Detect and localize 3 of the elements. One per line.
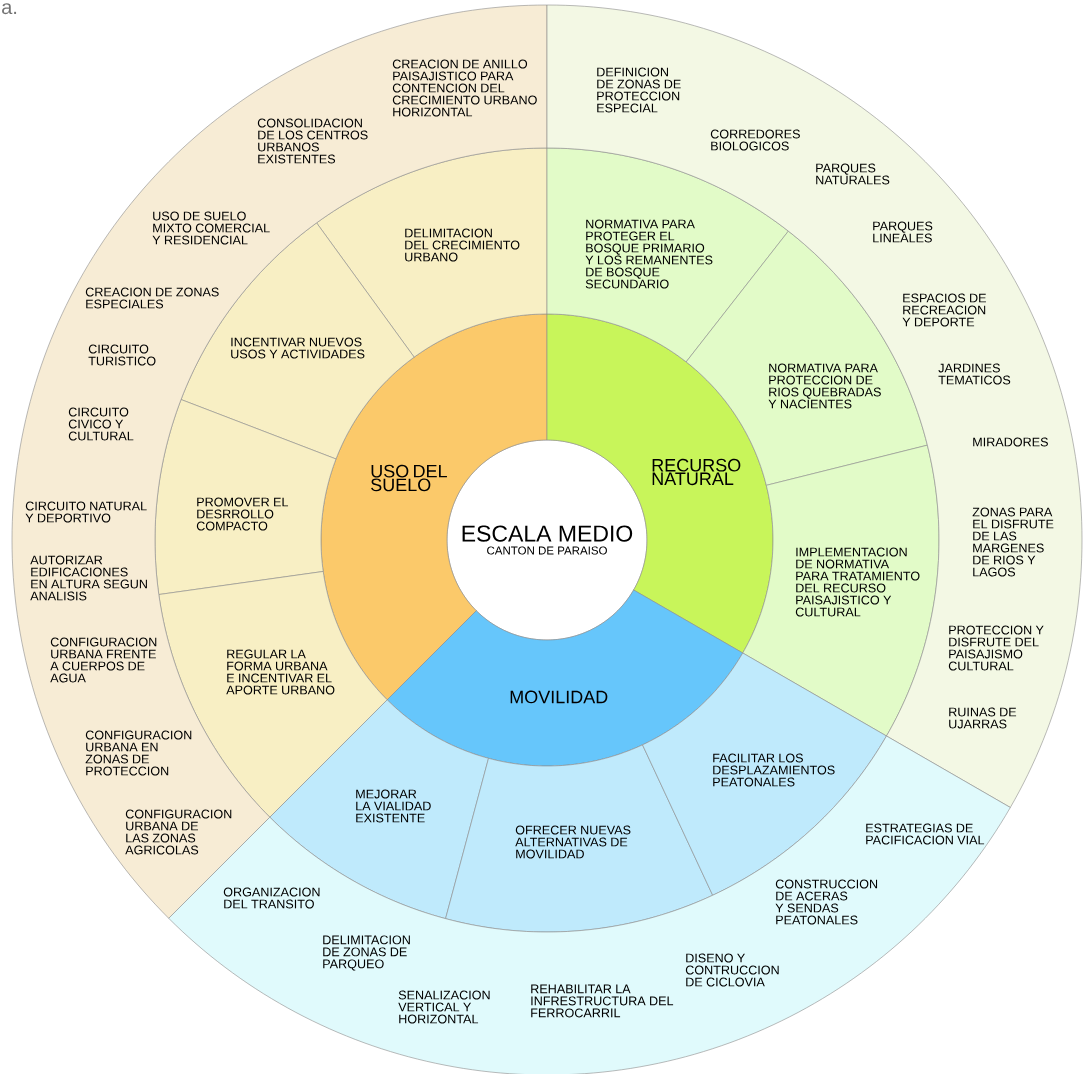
ring-segment: PROMOVER EL DESRROLLO COMPACTO bbox=[154, 399, 337, 595]
ring-segment: IMPLEMENTACION DE NORMATIVA PARA TRATAMIENTO DEL RECURSO PAISAJISTICO Y CULTURAL bbox=[742, 444, 940, 737]
ring-segment: OFRECER NUEVAS ALTERNATIVAS DE MOVILIDAD bbox=[445, 744, 713, 933]
